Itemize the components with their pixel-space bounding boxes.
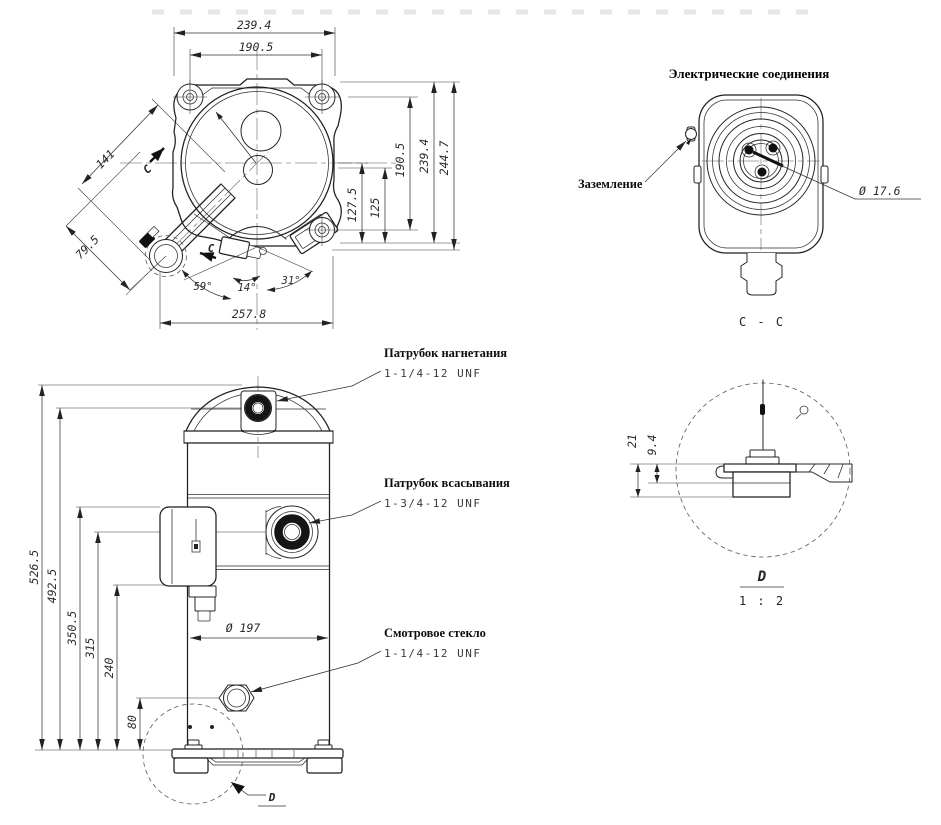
angle-31: 31° bbox=[281, 275, 301, 287]
dim-suction-height: 315 bbox=[83, 638, 97, 660]
suction-port bbox=[265, 505, 319, 559]
dim-body-diameter: Ø 197 bbox=[226, 621, 261, 635]
dim-right-125: 125 bbox=[368, 198, 382, 219]
ground-label: Заземление bbox=[578, 177, 643, 191]
foot-section bbox=[715, 379, 853, 498]
dim-box-top-height: 350.5 bbox=[65, 611, 79, 647]
detail-view: 21 9.4 D 1 : 2 bbox=[625, 379, 853, 608]
right-foot bbox=[306, 757, 343, 774]
top-view: 239.4 190.5 127.5 125 190.5 239.4 244.7 bbox=[65, 18, 460, 330]
suction-thread: 1-3/4-12 UNF bbox=[384, 497, 481, 510]
detail-dimensions: 21 9.4 bbox=[625, 434, 748, 498]
terminal-box bbox=[159, 506, 217, 622]
dim-sight-height: 80 bbox=[125, 715, 139, 729]
electrical-title: Электрические соединения bbox=[669, 66, 830, 81]
dim-box-bottom-height: 240 bbox=[102, 658, 116, 679]
dim-width-bolts: 190.5 bbox=[239, 40, 274, 54]
ground-screw bbox=[685, 126, 697, 145]
section-caption: C - C bbox=[739, 315, 785, 329]
section-letter-lower: C bbox=[208, 242, 215, 255]
front-view-callouts: Патрубок нагнетания 1-1/4-12 UNF Патрубо… bbox=[250, 346, 510, 693]
flange-bolt-circle bbox=[145, 235, 187, 277]
section-letter-upper: C bbox=[141, 162, 155, 176]
connector-plug bbox=[740, 252, 783, 296]
mounting-plate-outline bbox=[171, 78, 342, 247]
discharge-title: Патрубок нагнетания bbox=[384, 346, 507, 360]
mounting-base bbox=[171, 725, 344, 774]
detail-caption-scale: 1 : 2 bbox=[739, 594, 785, 608]
dim-width-outer: 239.4 bbox=[237, 18, 272, 32]
front-view: D 526.5 492.5 350.5 315 240 80 Ø 197 Пат… bbox=[27, 346, 510, 807]
discharge-hole bbox=[240, 110, 282, 152]
sight-glass bbox=[218, 684, 255, 712]
dim-9-4: 9.4 bbox=[645, 435, 659, 456]
top-view-plate bbox=[139, 78, 342, 277]
center-hole bbox=[243, 155, 273, 185]
dim-right-239: 239.4 bbox=[417, 139, 431, 174]
front-view-dimensions: 526.5 492.5 350.5 315 240 80 Ø 197 bbox=[27, 385, 328, 750]
shell-circle bbox=[180, 86, 334, 240]
terminal-cover bbox=[685, 94, 829, 296]
compressor-body: D bbox=[142, 376, 344, 807]
service-valve bbox=[218, 236, 263, 260]
detail-caption: D 1 : 2 bbox=[739, 569, 785, 608]
dim-right-127: 127.5 bbox=[345, 188, 359, 223]
left-foot bbox=[173, 757, 209, 774]
dim-bottom-width: 257.8 bbox=[232, 307, 267, 321]
dim-right-190: 190.5 bbox=[393, 143, 407, 178]
angle-14: 14° bbox=[238, 282, 257, 294]
terminal-pins bbox=[741, 140, 784, 180]
top-view-dimensions: 239.4 190.5 127.5 125 190.5 239.4 244.7 bbox=[65, 18, 460, 329]
bolt-pad-top-right bbox=[305, 80, 339, 114]
detail-letter: D bbox=[268, 791, 276, 804]
electrical-view: Электрические соединения bbox=[578, 66, 921, 329]
terminal-diameter-label: Ø 17.6 bbox=[859, 184, 901, 198]
suction-title: Патрубок всасывания bbox=[384, 476, 510, 490]
angle-59: 59° bbox=[194, 281, 213, 293]
dim-total-height: 526.5 bbox=[27, 550, 41, 585]
sight-title: Смотровое стекло bbox=[384, 626, 486, 640]
dim-21: 21 bbox=[625, 434, 639, 448]
detail-circle-marker bbox=[142, 703, 244, 805]
dim-right-244: 244.7 bbox=[437, 141, 451, 176]
discharge-thread: 1-1/4-12 UNF bbox=[384, 367, 481, 380]
detail-caption-letter: D bbox=[757, 569, 766, 585]
bottom-right-fitting bbox=[289, 211, 339, 255]
terminal-hub bbox=[739, 139, 783, 183]
surface-mark bbox=[799, 405, 809, 415]
dim-discharge-height: 492.5 bbox=[45, 569, 59, 604]
sight-thread: 1-1/4-12 UNF bbox=[384, 647, 481, 660]
